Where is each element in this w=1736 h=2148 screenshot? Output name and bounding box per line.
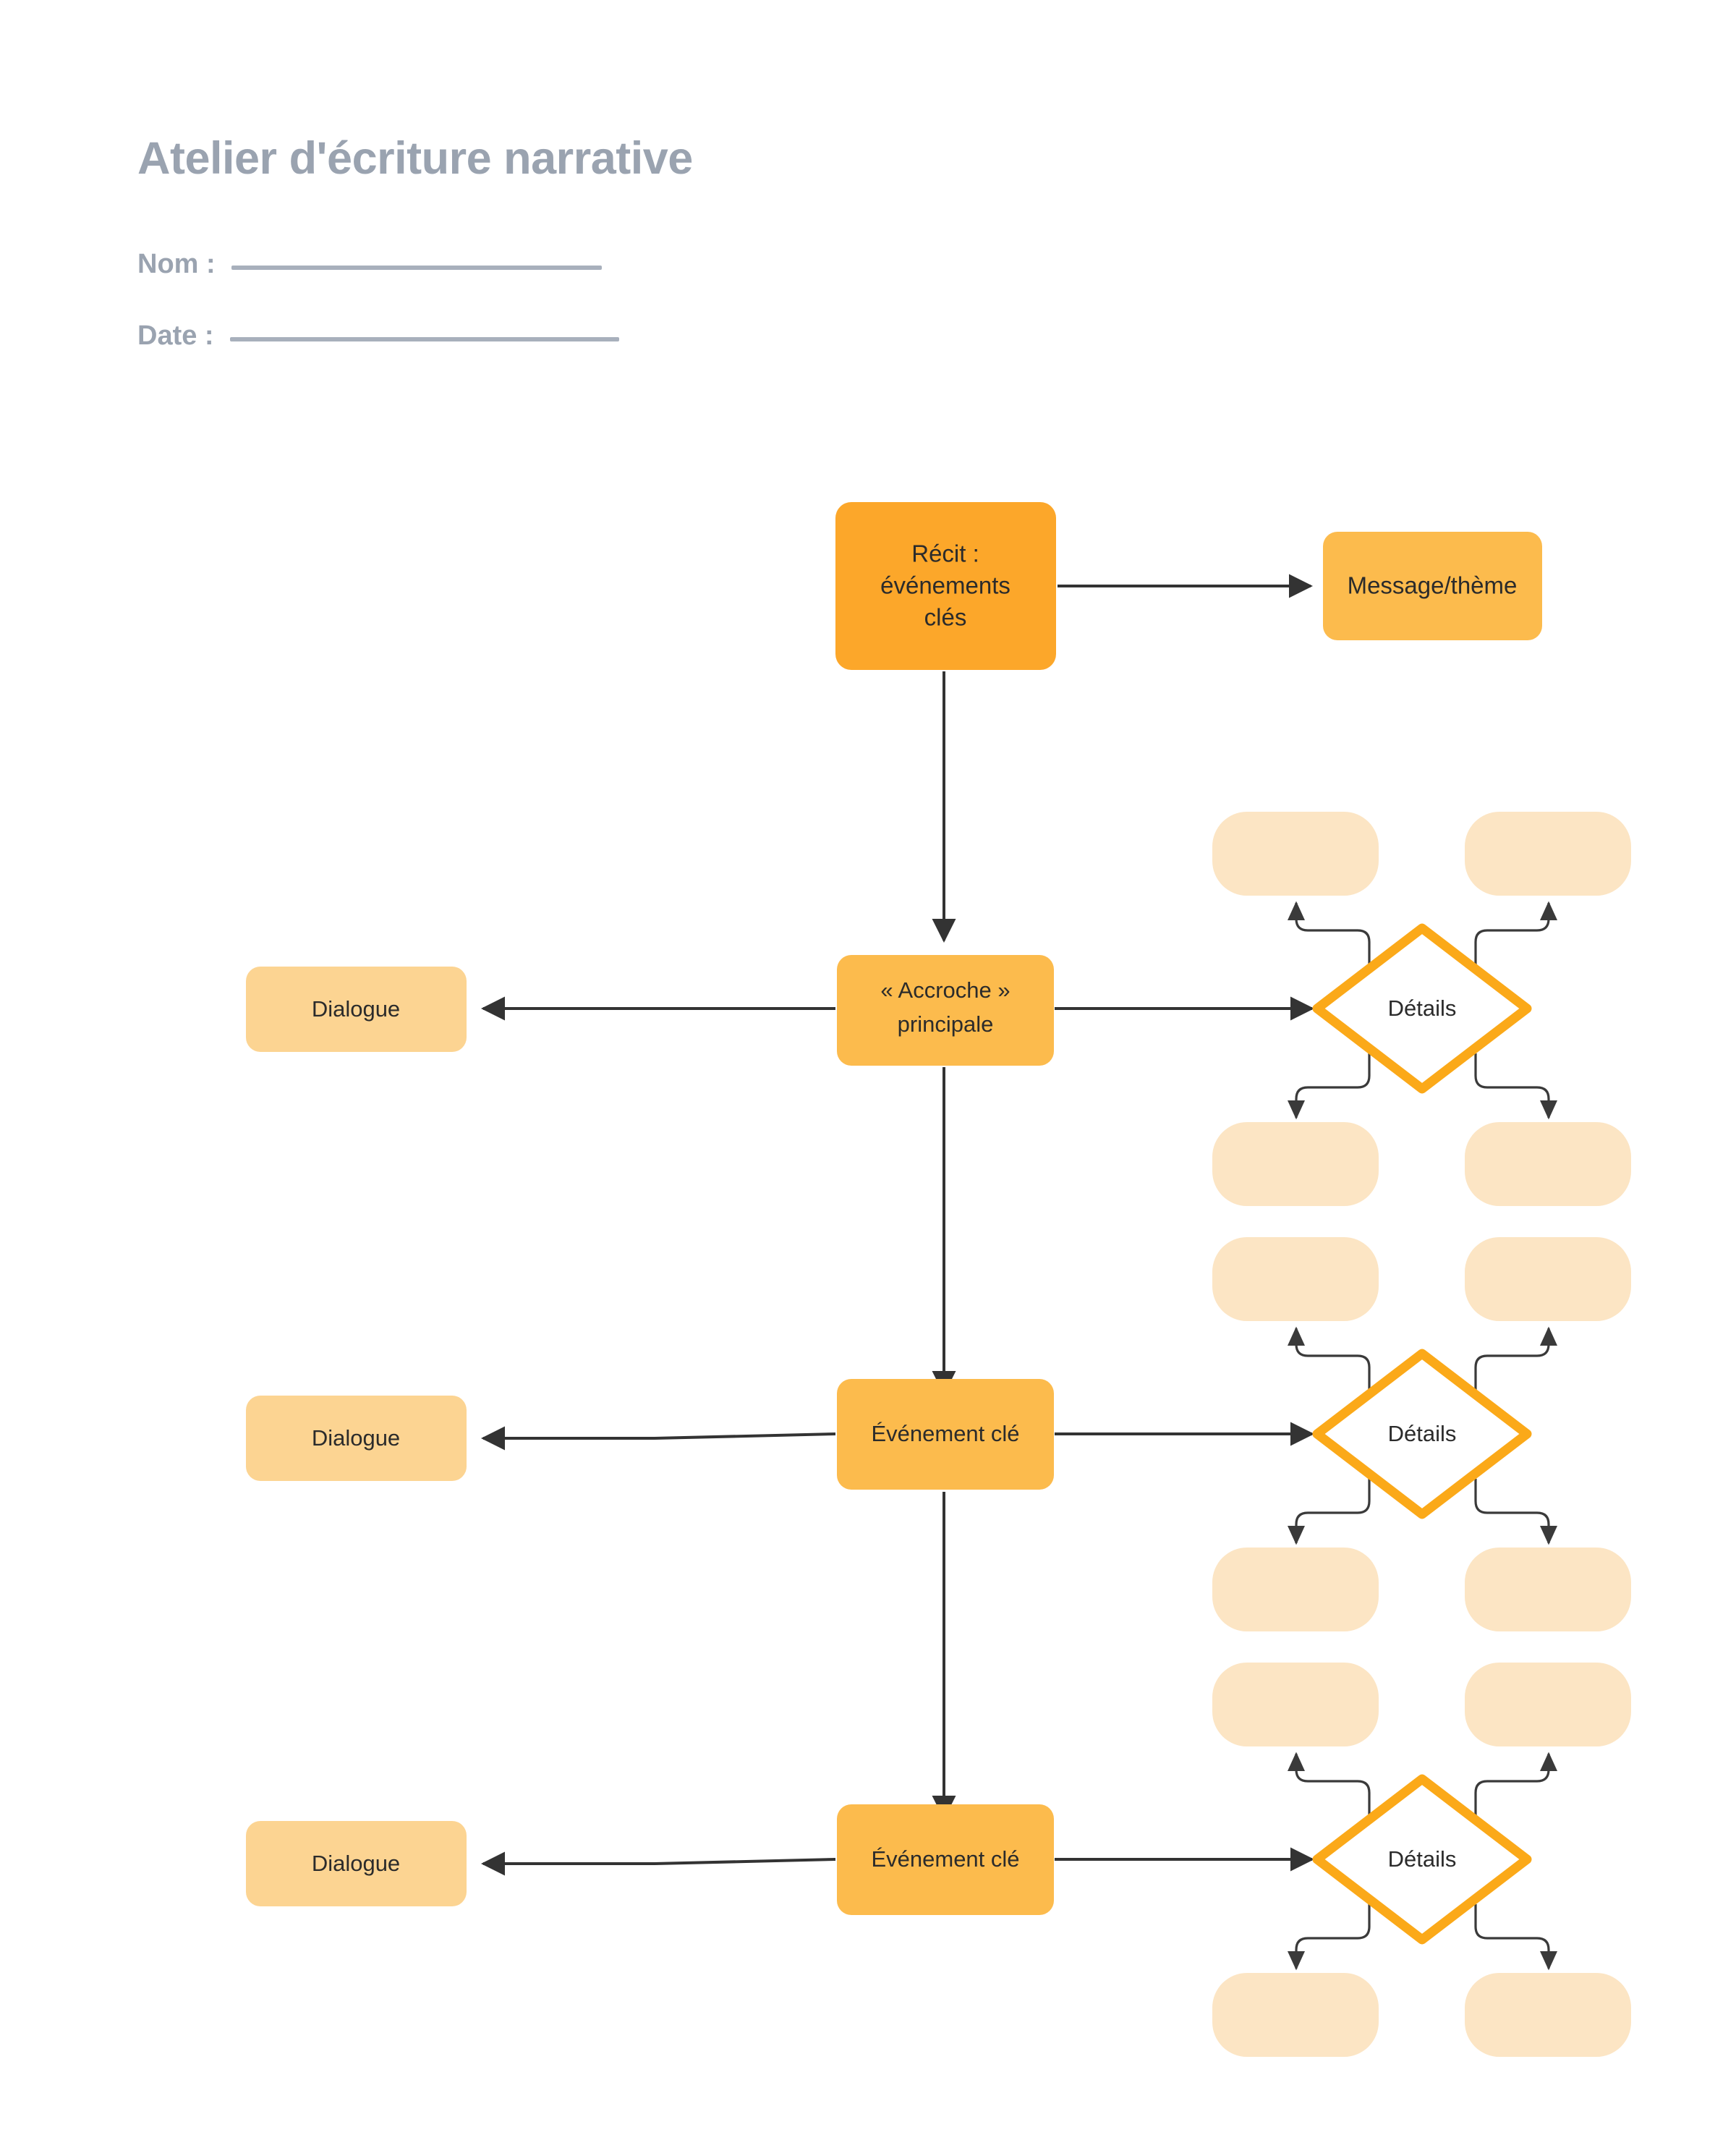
node-recit-label-line3: clés bbox=[924, 604, 967, 631]
node-recit-label-line2: événements bbox=[880, 572, 1010, 599]
detail-pill-blank[interactable] bbox=[1465, 1122, 1631, 1206]
node-dialogue-1[interactable]: Dialogue bbox=[246, 967, 467, 1052]
edge-details1-to-pill-bottom-left bbox=[1288, 1053, 1371, 1120]
node-dialogue-2[interactable]: Dialogue bbox=[246, 1396, 467, 1481]
details-diamond[interactable] bbox=[1312, 1349, 1532, 1519]
detail-pill-blank[interactable] bbox=[1465, 812, 1631, 896]
date-field-row: Date : bbox=[137, 320, 693, 352]
node-dialogue-1-label: Dialogue bbox=[312, 996, 400, 1022]
details-cluster-3: Détails bbox=[1212, 1663, 1631, 2057]
date-field-label: Date : bbox=[137, 320, 214, 352]
worksheet-header: Atelier d'écriture narrative Nom : Date … bbox=[137, 133, 693, 352]
detail-pill-blank[interactable] bbox=[1212, 1237, 1379, 1321]
edge-details3-to-pill-top-right bbox=[1474, 1752, 1557, 1815]
edge-event1-to-dialogue bbox=[481, 1426, 836, 1451]
node-event-1[interactable]: Événement clé bbox=[837, 1379, 1054, 1490]
node-event-1-label: Événement clé bbox=[871, 1421, 1019, 1446]
node-message-label: Message/thème bbox=[1348, 572, 1518, 599]
edge-group bbox=[481, 574, 1314, 1876]
node-message[interactable]: Message/thème bbox=[1323, 532, 1542, 640]
detail-pill-blank[interactable] bbox=[1465, 1973, 1631, 2057]
node-event-2-label: Événement clé bbox=[871, 1846, 1019, 1872]
edge-details1-to-pill-top-left bbox=[1288, 901, 1371, 964]
node-recit-box[interactable] bbox=[835, 502, 1056, 670]
detail-pill-blank[interactable] bbox=[1465, 1237, 1631, 1321]
details-diamond-label: Détails bbox=[1388, 996, 1457, 1021]
edge-details2-to-pill-bottom-right bbox=[1474, 1479, 1557, 1545]
details-cluster-1: Détails bbox=[1212, 812, 1631, 1206]
detail-pill-blank[interactable] bbox=[1212, 1973, 1379, 2057]
detail-pill-blank[interactable] bbox=[1212, 812, 1379, 896]
node-recit[interactable]: Récit : événements clés bbox=[835, 502, 1056, 670]
node-accroche-box[interactable] bbox=[837, 955, 1054, 1066]
name-field-rule[interactable] bbox=[231, 266, 602, 271]
node-event-2-box[interactable] bbox=[837, 1804, 1054, 1915]
details-diamond-label: Détails bbox=[1388, 1421, 1457, 1446]
edge-details1-to-pill-bottom-right bbox=[1474, 1053, 1557, 1120]
details-diamond[interactable] bbox=[1312, 923, 1532, 1094]
node-dialogue-2-label: Dialogue bbox=[312, 1425, 400, 1451]
page-title: Atelier d'écriture narrative bbox=[137, 133, 693, 184]
node-event-1-box[interactable] bbox=[837, 1379, 1054, 1490]
edge-event2-to-dialogue bbox=[481, 1851, 836, 1876]
node-dialogue-2-box[interactable] bbox=[246, 1396, 467, 1481]
edge-details2-to-pill-top-right bbox=[1474, 1326, 1557, 1390]
edge-details1-to-pill-top-right bbox=[1474, 901, 1557, 964]
node-dialogue-3[interactable]: Dialogue bbox=[246, 1821, 467, 1906]
detail-pill-blank[interactable] bbox=[1212, 1663, 1379, 1746]
node-message-box[interactable] bbox=[1323, 532, 1542, 640]
detail-pill-blank[interactable] bbox=[1212, 1548, 1379, 1631]
edge-details2-to-pill-top-left bbox=[1288, 1326, 1371, 1390]
node-event-2[interactable]: Événement clé bbox=[837, 1804, 1054, 1915]
edge-details3-to-pill-bottom-right bbox=[1474, 1904, 1557, 1971]
detail-pill-blank[interactable] bbox=[1465, 1548, 1631, 1631]
node-recit-label-line1: Récit : bbox=[911, 540, 979, 567]
node-accroche-label-line1: « Accroche » bbox=[880, 977, 1010, 1003]
node-accroche[interactable]: « Accroche » principale bbox=[837, 955, 1054, 1066]
detail-pill-blank[interactable] bbox=[1212, 1122, 1379, 1206]
name-field-row: Nom : bbox=[137, 249, 693, 280]
details-cluster-2: Détails bbox=[1212, 1237, 1631, 1631]
node-accroche-label-line2: principale bbox=[898, 1011, 994, 1037]
details-diamond-label: Détails bbox=[1388, 1846, 1457, 1872]
name-field-label: Nom : bbox=[137, 249, 216, 280]
details-diamond[interactable] bbox=[1312, 1774, 1532, 1945]
edge-details2-to-pill-bottom-left bbox=[1288, 1479, 1371, 1545]
node-dialogue-3-label: Dialogue bbox=[312, 1851, 400, 1876]
node-dialogue-3-box[interactable] bbox=[246, 1821, 467, 1906]
node-dialogue-1-box[interactable] bbox=[246, 967, 467, 1052]
date-field-rule[interactable] bbox=[229, 337, 619, 342]
edge-details3-to-pill-top-left bbox=[1288, 1752, 1371, 1815]
edge-details3-to-pill-bottom-left bbox=[1288, 1904, 1371, 1971]
detail-pill-blank[interactable] bbox=[1465, 1663, 1631, 1746]
